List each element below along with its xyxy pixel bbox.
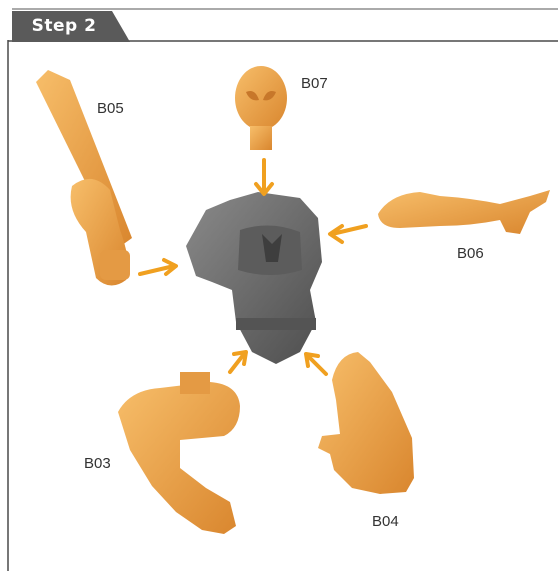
arrow-b04-to-torso [306,354,326,374]
arrow-b03-to-torso [230,352,246,372]
head-part-b07 [235,66,287,150]
arrow-head-to-torso [256,160,272,194]
arm-part-b06 [378,190,550,234]
leg-part-b03 [118,372,240,534]
label-b04: B04 [372,513,399,530]
leg-part-b04 [318,352,414,494]
arrow-b06-to-torso [330,226,366,242]
torso-part [186,192,322,364]
label-b03: B03 [84,455,111,472]
arrow-b05-to-torso [140,260,176,274]
label-b05: B05 [97,100,124,117]
label-b06: B06 [457,245,484,262]
label-b07: B07 [301,75,328,92]
